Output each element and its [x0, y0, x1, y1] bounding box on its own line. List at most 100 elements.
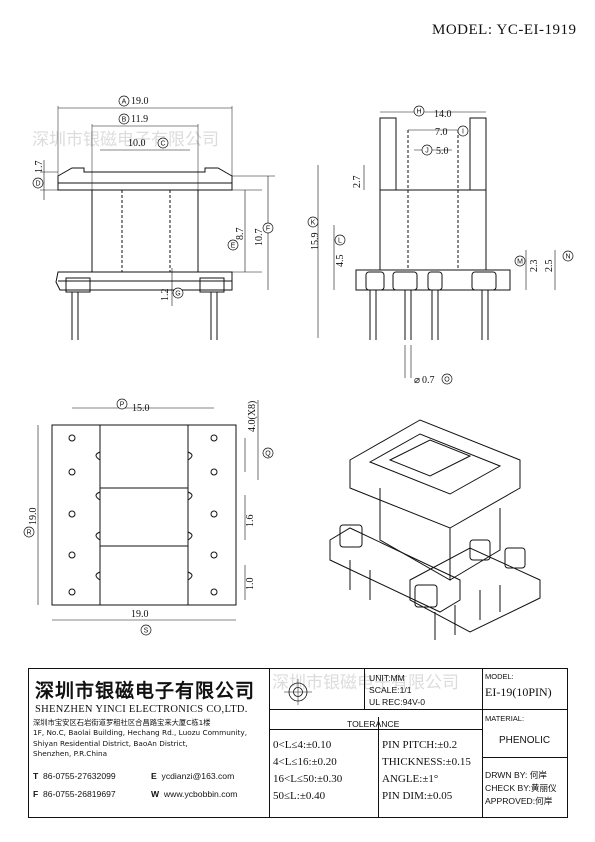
- check-by: CHECK BY:黄丽仪: [485, 782, 557, 794]
- dim-L: L 4.5: [334, 234, 346, 268]
- svg-text:S: S: [144, 628, 149, 635]
- tolerance-1: 0<L≤4:±0.10: [273, 739, 332, 751]
- svg-text:19.0: 19.0: [131, 609, 149, 620]
- svg-text:1.2: 1.2: [160, 289, 171, 302]
- model-label: MODEL:: [432, 22, 493, 38]
- svg-text:B: B: [122, 117, 127, 124]
- title-block: 深圳市银磁电子有限公司 SHENZHEN YINCI ELECTRONICS C…: [28, 668, 568, 818]
- svg-text:I: I: [462, 129, 464, 136]
- dim-N: 2.5 N: [544, 250, 574, 273]
- scale: SCALE:1/1: [369, 685, 412, 695]
- model-value: YC-EI-1919: [496, 22, 577, 38]
- svg-text:19.0: 19.0: [131, 96, 149, 107]
- dim-P: P 15.0: [116, 398, 150, 414]
- svg-text:1.7: 1.7: [34, 161, 45, 174]
- dim-R: R 19.0: [23, 508, 39, 538]
- dim-O: ⌀ 0.7 O: [414, 373, 453, 386]
- svg-text:L: L: [338, 238, 342, 245]
- tolerance-pin-pitch: PIN PITCH:±0.2: [382, 739, 458, 751]
- svg-text:Q: Q: [265, 451, 271, 458]
- tolerance-thickness: THICKNESS:±0.15: [382, 756, 471, 768]
- bottom-view: [37, 400, 259, 621]
- watermark-top: 深圳市银磁电子有限公司: [32, 130, 219, 150]
- svg-text:10.0: 10.0: [128, 138, 146, 149]
- tel-label: T: [33, 771, 39, 781]
- svg-text:K: K: [311, 220, 316, 227]
- dim-10: 1.0: [245, 578, 256, 591]
- fax-row: F 86-0755-26819697: [33, 789, 116, 799]
- fax-label: F: [33, 789, 39, 799]
- web-row: W www.ycbobbin.com: [151, 789, 237, 799]
- svg-text:4.0(X8): 4.0(X8): [247, 401, 258, 432]
- svg-text:15.0: 15.0: [132, 403, 150, 414]
- email-label: E: [151, 771, 157, 781]
- svg-text:2.3: 2.3: [529, 260, 540, 273]
- tolerance-pin-dim: PIN DIM:±0.05: [382, 790, 453, 802]
- svg-text:2.7: 2.7: [352, 176, 363, 189]
- drawn-by: DRWN BY: 何岸: [485, 769, 547, 781]
- drawn-by-value: 何岸: [529, 770, 547, 780]
- svg-text:5.0: 5.0: [436, 146, 449, 157]
- svg-text:C: C: [160, 141, 165, 148]
- isometric-view: [329, 419, 541, 640]
- svg-text:15.9: 15.9: [310, 233, 321, 251]
- dim-M: M 2.3: [514, 255, 540, 273]
- tb-model-value: EI-19(10PIN): [485, 685, 552, 699]
- svg-text:P: P: [120, 402, 125, 409]
- watermark-titleblock: 深圳市银磁电子有限公司: [272, 673, 459, 693]
- model-header: MODEL:YC-EI-1919: [432, 22, 581, 39]
- svg-text:H: H: [416, 109, 421, 116]
- dim-D: D 1.7: [32, 161, 45, 189]
- drawn-by-label: DRWN BY:: [485, 770, 528, 780]
- approved-value: 何岸: [535, 796, 553, 806]
- approved-by: APPROVED:何岸: [485, 795, 552, 807]
- email-value: ycdianzi@163.com: [161, 771, 235, 781]
- dim-27: 2.7: [352, 176, 363, 189]
- dim-C: 10.0 C: [128, 137, 169, 149]
- dim-G: 1.2 G: [160, 287, 184, 302]
- svg-text:4.5: 4.5: [335, 255, 346, 268]
- tel-row: T 86-0755-27632099: [33, 771, 116, 781]
- svg-text:A: A: [122, 99, 127, 106]
- material-label: MATERIAL:: [485, 714, 525, 723]
- svg-text:M: M: [517, 259, 523, 266]
- front-view: [40, 106, 275, 340]
- dim-I: 7.0 I: [435, 125, 469, 138]
- email-row: E ycdianzi@163.com: [151, 771, 234, 781]
- tolerance-angle: ANGLE:±1°: [382, 773, 439, 785]
- dim-F: F 10.7: [254, 222, 274, 247]
- svg-text:J: J: [425, 148, 429, 155]
- material-value: PHENOLIC: [499, 735, 551, 746]
- ul-rec: UL REC:94V-0: [369, 697, 426, 707]
- dim-Q: 4.0(X8) Q: [247, 401, 274, 459]
- svg-text:O: O: [444, 377, 450, 384]
- company-address: 深圳市宝安区石岩街道罗租社区合昌路宝来大厦C栋1楼 1F, No.C, Baol…: [33, 718, 269, 760]
- company-name-cn: 深圳市银磁电子有限公司: [35, 680, 256, 702]
- fax-value: 86-0755-26819697: [43, 789, 116, 799]
- side-view: [317, 111, 556, 378]
- svg-text:1.6: 1.6: [245, 515, 256, 528]
- svg-text:G: G: [175, 291, 180, 298]
- unit: UNIT:MM: [369, 673, 405, 683]
- projection-symbol-icon: [284, 679, 312, 705]
- tolerance-4: 50≤L:±0.40: [273, 790, 326, 802]
- svg-text:2.5: 2.5: [544, 260, 555, 273]
- dim-E: E 8.7: [227, 228, 246, 251]
- dim-B: B 11.9: [118, 113, 148, 125]
- tolerance-2: 4<L≤16:±0.20: [273, 756, 337, 768]
- svg-text:7.0: 7.0: [435, 127, 448, 138]
- dim-H: H 14.0: [413, 105, 452, 120]
- svg-text:10.7: 10.7: [254, 229, 265, 247]
- address-line: Shiyan Residential District, BaoAn Distr…: [33, 738, 188, 748]
- tolerance-3: 16<L≤50:±0.30: [273, 773, 343, 785]
- check-by-label: CHECK BY:: [485, 783, 531, 793]
- svg-text:11.9: 11.9: [131, 114, 148, 125]
- svg-text:D: D: [35, 181, 40, 188]
- svg-text:8.7: 8.7: [235, 228, 246, 241]
- svg-text:0.7: 0.7: [422, 375, 435, 386]
- dim-S: 19.0 S: [131, 609, 152, 636]
- check-by-value: 黄丽仪: [530, 783, 557, 793]
- address-line: 1F, No.C, Baolai Building, Hechang Rd., …: [33, 728, 248, 738]
- svg-text:14.0: 14.0: [434, 109, 452, 120]
